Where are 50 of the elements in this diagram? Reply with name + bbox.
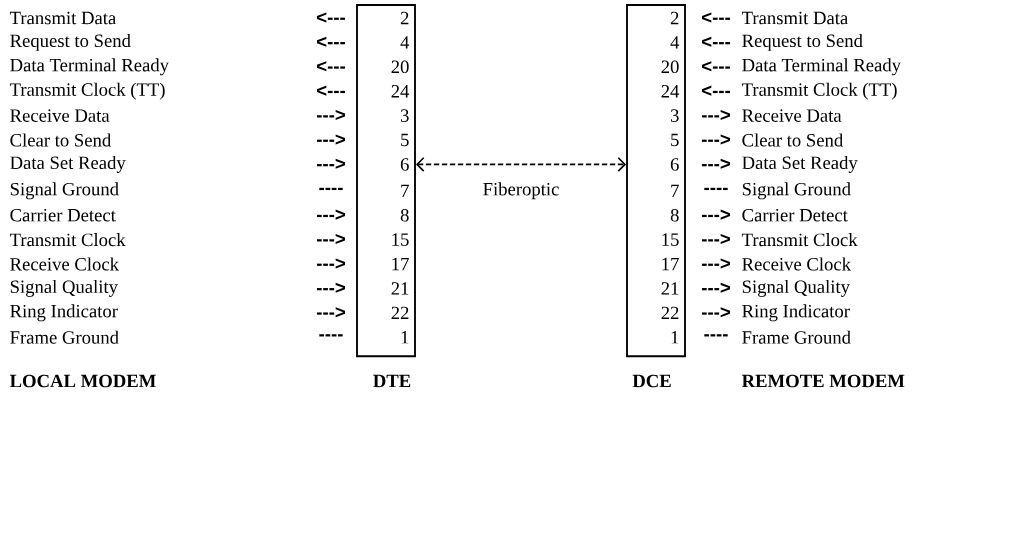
signal-name: Signal Quality — [10, 279, 118, 297]
direction-text: <--- — [702, 36, 731, 47]
direction-text: <--- — [702, 12, 731, 23]
signal-name: Frame Ground — [742, 330, 851, 344]
signal-name: Receive Clock — [742, 257, 851, 271]
direction-text: ---> — [701, 209, 730, 220]
footer-heading: REMOTE MODEM — [741, 374, 905, 388]
signal-name: Receive Data — [742, 109, 842, 122]
signal-name: Transmit Data — [741, 11, 848, 25]
signal-name: Transmit Clock — [741, 233, 858, 247]
direction-text: ---> — [701, 158, 730, 169]
signal-name: Signal Ground — [10, 182, 119, 200]
direction-text: <--- — [702, 85, 731, 96]
signal-name: Transmit Clock (TT) — [9, 82, 165, 100]
signal-name: Data Terminal Ready — [742, 58, 901, 76]
direction-text: ---- — [704, 187, 728, 191]
signal-name: Frame Ground — [10, 330, 119, 344]
signal-name: Transmit Data — [9, 11, 116, 25]
direction-text: ---> — [701, 234, 730, 245]
signal-name: Clear to Send — [10, 133, 111, 147]
signal-name: Data Set Ready — [10, 155, 126, 173]
signal-name: Receive Clock — [10, 257, 119, 271]
signal-name: Request to Send — [10, 33, 131, 51]
signal-name: Carrier Detect — [10, 208, 116, 222]
footer-heading: DTE — [373, 374, 411, 388]
signal-name: Data Terminal Ready — [10, 58, 169, 76]
signal-name: Signal Quality — [742, 279, 850, 297]
footer-heading: LOCAL MODEM — [9, 374, 156, 388]
signal-name: Transmit Clock — [9, 233, 126, 247]
signal-name: Signal Ground — [742, 182, 851, 200]
edge-label: Fiberoptic — [483, 182, 559, 200]
direction-text: ---> — [701, 110, 730, 121]
direction-text: ---- — [704, 334, 728, 337]
signal-name: Carrier Detect — [742, 208, 848, 222]
signal-name: Transmit Clock (TT) — [741, 82, 897, 100]
direction-text: <--- — [702, 61, 731, 72]
signal-name: Data Set Ready — [742, 155, 858, 173]
pin-box: 2 4 20 24 3 5 6 7 8 15 17 21 22 1 — [626, 4, 686, 358]
arrow — [415, 156, 627, 172]
signal-name: Ring Indicator — [10, 304, 118, 322]
footer-heading: DCE — [632, 374, 671, 388]
direction-text: ---> — [701, 134, 730, 145]
direction-text: ---> — [701, 307, 730, 318]
signal-name: Request to Send — [742, 33, 863, 51]
signal-name: Receive Data — [10, 109, 110, 122]
signal-name: Clear to Send — [742, 133, 843, 147]
direction-text: ---> — [701, 282, 730, 293]
pin-box: 2 4 20 24 3 5 6 7 8 15 17 21 22 1 — [356, 4, 416, 358]
signal-name: Ring Indicator — [742, 304, 850, 322]
direction-text: ---> — [701, 258, 730, 269]
